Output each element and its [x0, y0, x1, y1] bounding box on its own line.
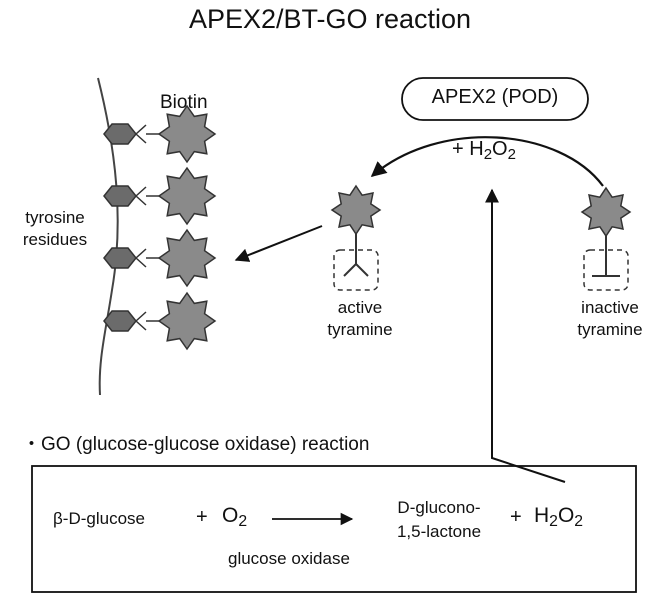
product-gluconolactone: D-glucono-1,5-lactone: [396, 498, 482, 541]
labeling-arrow: [234, 225, 323, 262]
apex2-enzyme-capsule: [401, 77, 589, 121]
biotin-star-4: [157, 291, 217, 351]
tyrosine-residue-4: [103, 310, 137, 332]
biotin-label: Biotin: [160, 92, 208, 113]
biotin-star-3: [157, 228, 217, 288]
diagram-title: APEX2/BT-GO reaction: [188, 4, 472, 34]
product-h2o2: H2O2: [534, 504, 584, 530]
inactive-tyramine: [583, 234, 629, 291]
h2o2-top-label: + H2O2: [452, 138, 516, 163]
reactant-glucose: β-D-glucose: [53, 509, 145, 528]
inactive-tyramine-biotin-star: [580, 186, 632, 238]
tyrosine-residue-1: [103, 123, 137, 145]
go-reaction-heading: ・GO (glucose-glucose oxidase) reaction: [22, 434, 370, 455]
biotin-star-2: [157, 166, 217, 226]
tyrosine-residue-2: [103, 185, 137, 207]
tyramine-biotin-group: [330, 184, 632, 238]
go-reaction-box: [31, 465, 637, 593]
plus-sign-2: +: [510, 506, 522, 528]
enzyme-label: APEX2 (POD): [431, 86, 559, 108]
reactant-oxygen: O2: [222, 504, 248, 530]
plus-sign-1: +: [196, 506, 208, 528]
active-tyramine: [333, 232, 379, 291]
active-tyramine-biotin-star: [330, 184, 382, 236]
biotin-star-1: [157, 104, 217, 164]
biotin-labels-group: [157, 104, 217, 351]
tyrosine-residue-3: [103, 247, 137, 269]
catalyst-label: glucose oxidase: [228, 549, 350, 568]
biotin-linkers: [135, 124, 162, 331]
activation-arrow: [370, 136, 604, 187]
h2o2-supply-arrow: [485, 188, 566, 483]
